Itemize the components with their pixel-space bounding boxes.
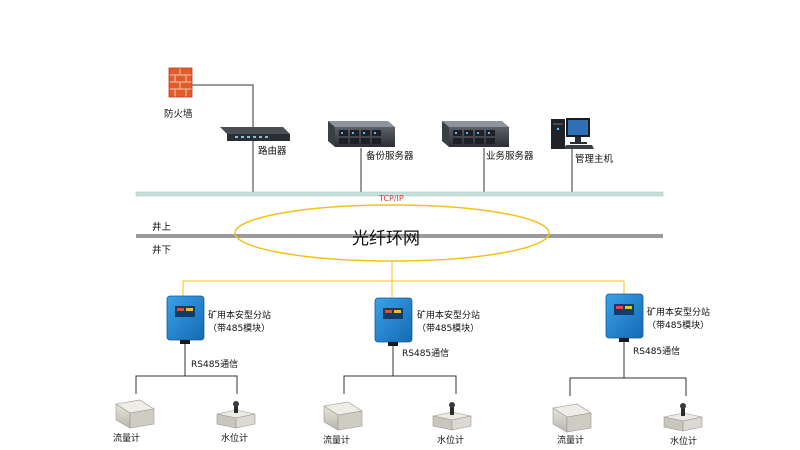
business-server-icon xyxy=(442,121,509,147)
water-level-meter-icon xyxy=(432,402,472,431)
water-level-meter-icon xyxy=(663,403,703,432)
above-ground-label: 井上 xyxy=(152,221,172,233)
comm-label: RS485通信 xyxy=(402,347,449,359)
fiber-ring-label: 光纤环网 xyxy=(352,229,420,249)
substation-2: 矿用本安型分站 （带485模块） RS485通信 流量计 水位计 xyxy=(323,297,480,446)
admin-host-icon xyxy=(551,118,594,149)
substation-module: （带485模块） xyxy=(417,322,479,334)
admin-host-label: 管理主机 xyxy=(575,153,614,165)
ring-feeds xyxy=(182,261,625,297)
firewall-connector xyxy=(191,84,254,193)
comm-label: RS485通信 xyxy=(191,358,238,370)
firewall-icon xyxy=(168,67,193,98)
flow-meter-icon xyxy=(115,399,155,429)
tcpip-bus xyxy=(135,191,664,197)
flow-meter-icon xyxy=(323,401,363,431)
substation-1: 矿用本安型分站 （带485模块） RS485通信 流量计 水位计 xyxy=(113,295,271,444)
water-level-meter-icon xyxy=(216,401,256,429)
ground-divider xyxy=(136,234,663,238)
sensor-label: 水位计 xyxy=(670,435,697,447)
protocol-label: TCP/IP xyxy=(378,194,404,203)
sensor-label: 水位计 xyxy=(437,434,464,446)
below-ground-label: 井下 xyxy=(152,244,171,256)
comm-label: RS485通信 xyxy=(633,345,680,357)
substation-box-icon xyxy=(166,295,205,344)
business-server-label: 业务服务器 xyxy=(486,150,534,162)
flow-meter-icon xyxy=(552,403,592,433)
substation-name: 矿用本安型分站 xyxy=(647,306,710,318)
substation-name: 矿用本安型分站 xyxy=(208,309,271,321)
sensor-label: 流量计 xyxy=(557,434,584,446)
substation-3: 矿用本安型分站 （带485模块） RS485通信 流量计 水位计 xyxy=(552,293,710,447)
sensor-label: 流量计 xyxy=(113,432,140,444)
sensor-label: 水位计 xyxy=(221,432,248,444)
substation-module: （带485模块） xyxy=(647,319,709,331)
sensor-label: 流量计 xyxy=(323,434,350,446)
firewall-label: 防火墙 xyxy=(164,108,193,120)
substation-box-icon xyxy=(374,297,413,346)
backup-server-label: 备份服务器 xyxy=(366,150,414,162)
substation-module: （带485模块） xyxy=(208,322,270,334)
substation-box-icon xyxy=(605,293,644,342)
router-icon xyxy=(220,127,290,141)
substation-name: 矿用本安型分站 xyxy=(417,309,480,321)
backup-server-icon xyxy=(328,121,395,147)
router-label: 路由器 xyxy=(258,145,287,157)
top-connectors xyxy=(191,84,573,193)
